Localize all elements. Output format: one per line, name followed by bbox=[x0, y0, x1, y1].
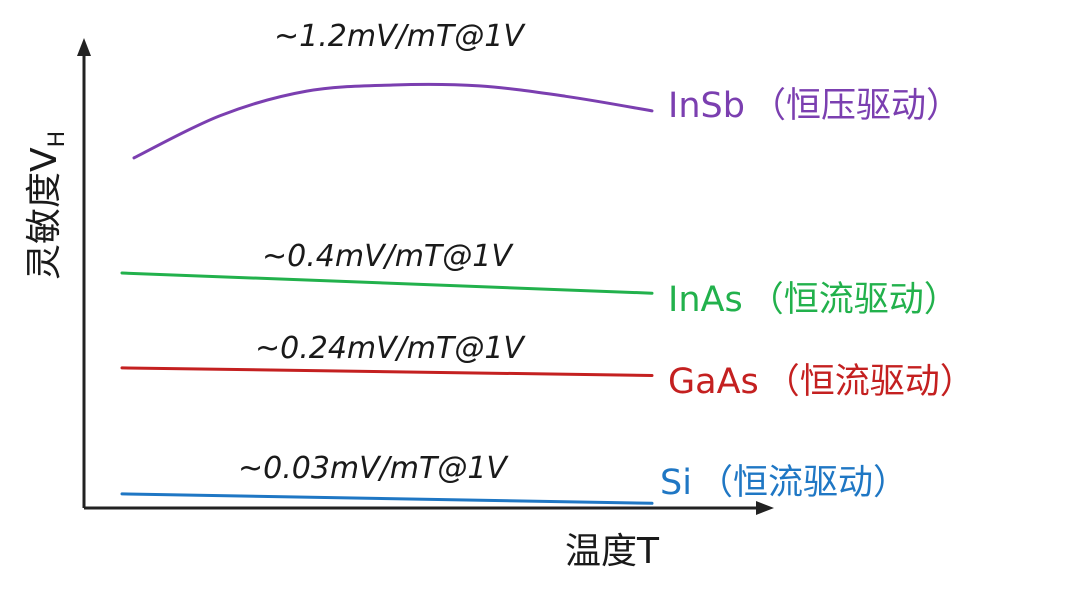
axes bbox=[77, 38, 774, 515]
annotation-insb: ~1.2mV/mT@1V bbox=[274, 19, 526, 54]
series-name-inas: InAs bbox=[668, 280, 743, 320]
series-labels: InSb（恒压驱动） InAs（恒流驱动） GaAs（恒流驱动） Si（恒流驱动… bbox=[660, 86, 975, 503]
y-axis-title-main: 灵敏度V bbox=[24, 147, 65, 280]
series-drive-gaas: （恒流驱动） bbox=[765, 362, 975, 402]
series-line-si bbox=[120, 492, 654, 505]
series-lines bbox=[120, 82, 654, 505]
x-axis-arrow bbox=[756, 501, 774, 515]
series-name-gaas: GaAs bbox=[668, 362, 759, 402]
sensitivity-annotations: ~1.2mV/mT@1V ~0.4mV/mT@1V ~0.24mV/mT@1V … bbox=[238, 19, 526, 486]
annotation-inas: ~0.4mV/mT@1V bbox=[262, 239, 514, 274]
series-drive-si: （恒流驱动） bbox=[698, 463, 908, 503]
series-label-si: Si（恒流驱动） bbox=[660, 463, 908, 503]
series-name-si: Si bbox=[660, 463, 692, 503]
annotation-si: ~0.03mV/mT@1V bbox=[238, 451, 509, 486]
series-label-inas: InAs（恒流驱动） bbox=[668, 280, 959, 320]
x-axis-title: 温度T bbox=[565, 531, 660, 572]
series-name-insb: InSb bbox=[668, 86, 745, 126]
series-label-gaas: GaAs（恒流驱动） bbox=[668, 362, 975, 402]
y-axis-title-subscript: H bbox=[45, 131, 70, 148]
series-drive-insb: （恒压驱动） bbox=[751, 86, 961, 126]
y-axis-arrow bbox=[77, 38, 91, 56]
series-label-insb: InSb（恒压驱动） bbox=[668, 86, 961, 126]
series-line-insb bbox=[132, 82, 654, 160]
annotation-gaas: ~0.24mV/mT@1V bbox=[255, 331, 526, 366]
series-drive-inas: （恒流驱动） bbox=[749, 280, 959, 320]
series-line-gaas bbox=[120, 366, 654, 377]
series-line-inas bbox=[120, 271, 654, 295]
y-axis-title: 灵敏度VH bbox=[24, 131, 70, 280]
